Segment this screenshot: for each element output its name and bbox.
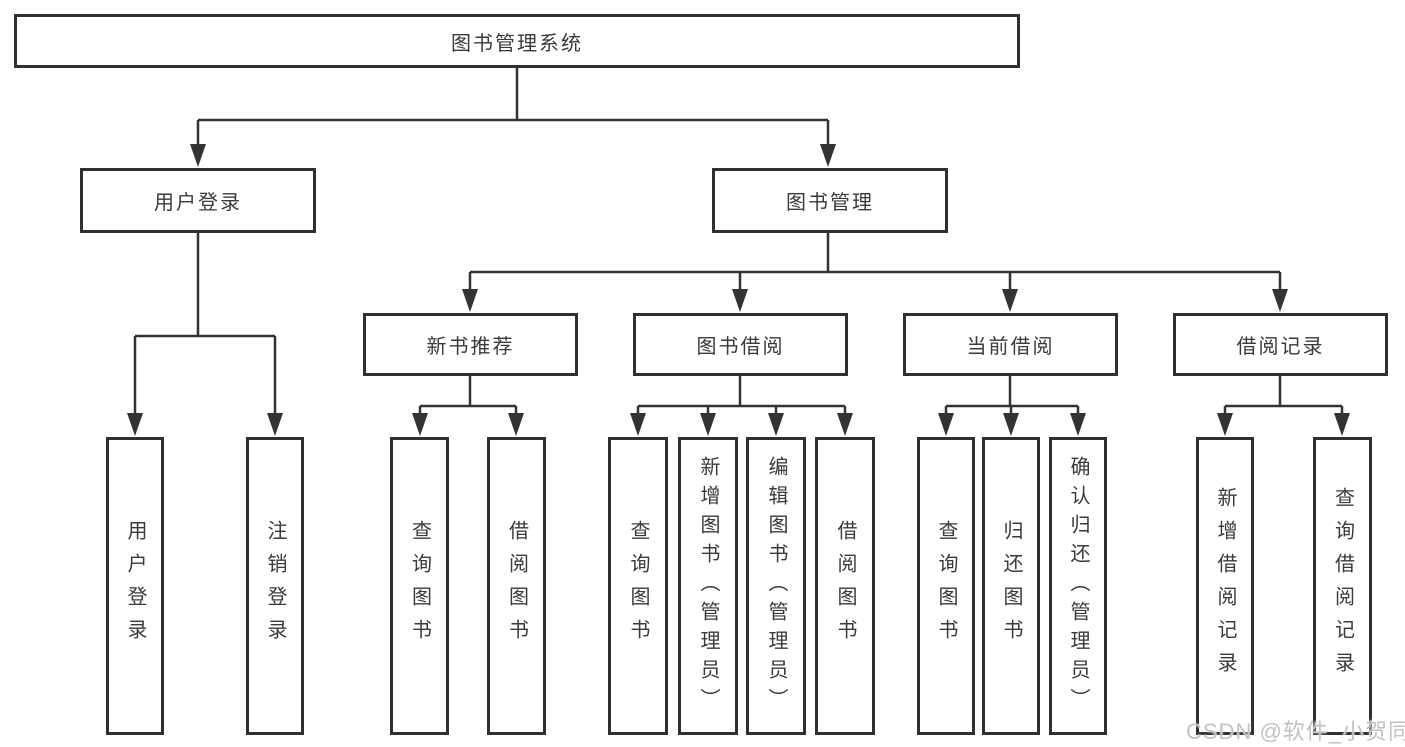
node-leaf-query-book-3: 查询图书 (917, 437, 975, 735)
node-leaf-query-book-1: 查询图书 (390, 437, 449, 735)
node-leaf-edit-book-admin: 编辑图书（管理员） (746, 437, 806, 735)
node-current-borrow: 当前借阅 (903, 313, 1118, 376)
node-leaf-add-book-admin: 新增图书（管理员） (678, 437, 738, 735)
node-leaf-query-book-2: 查询图书 (608, 437, 668, 735)
node-book-borrow: 图书借阅 (633, 313, 848, 376)
node-book-management: 图书管理 (712, 168, 948, 233)
node-leaf-query-borrow-record: 查询借阅记录 (1313, 437, 1372, 735)
node-leaf-return-book: 归还图书 (982, 437, 1040, 735)
node-leaf-logout: 注销登录 (246, 437, 304, 735)
node-user-login: 用户登录 (80, 168, 316, 233)
csdn-watermark: CSDN @软件_小贺同学 (1186, 719, 1405, 744)
node-leaf-borrow-book-1: 借阅图书 (487, 437, 546, 735)
arrowheads (127, 144, 1350, 436)
node-root-system: 图书管理系统 (14, 14, 1020, 68)
node-leaf-confirm-return-admin: 确认归还（管理员） (1049, 437, 1107, 735)
node-leaf-borrow-book-2: 借阅图书 (815, 437, 875, 735)
node-borrow-record: 借阅记录 (1173, 313, 1388, 376)
node-leaf-add-borrow-record: 新增借阅记录 (1196, 437, 1254, 735)
node-leaf-user-login: 用户登录 (106, 437, 164, 735)
node-new-book-recommend: 新书推荐 (363, 313, 578, 376)
